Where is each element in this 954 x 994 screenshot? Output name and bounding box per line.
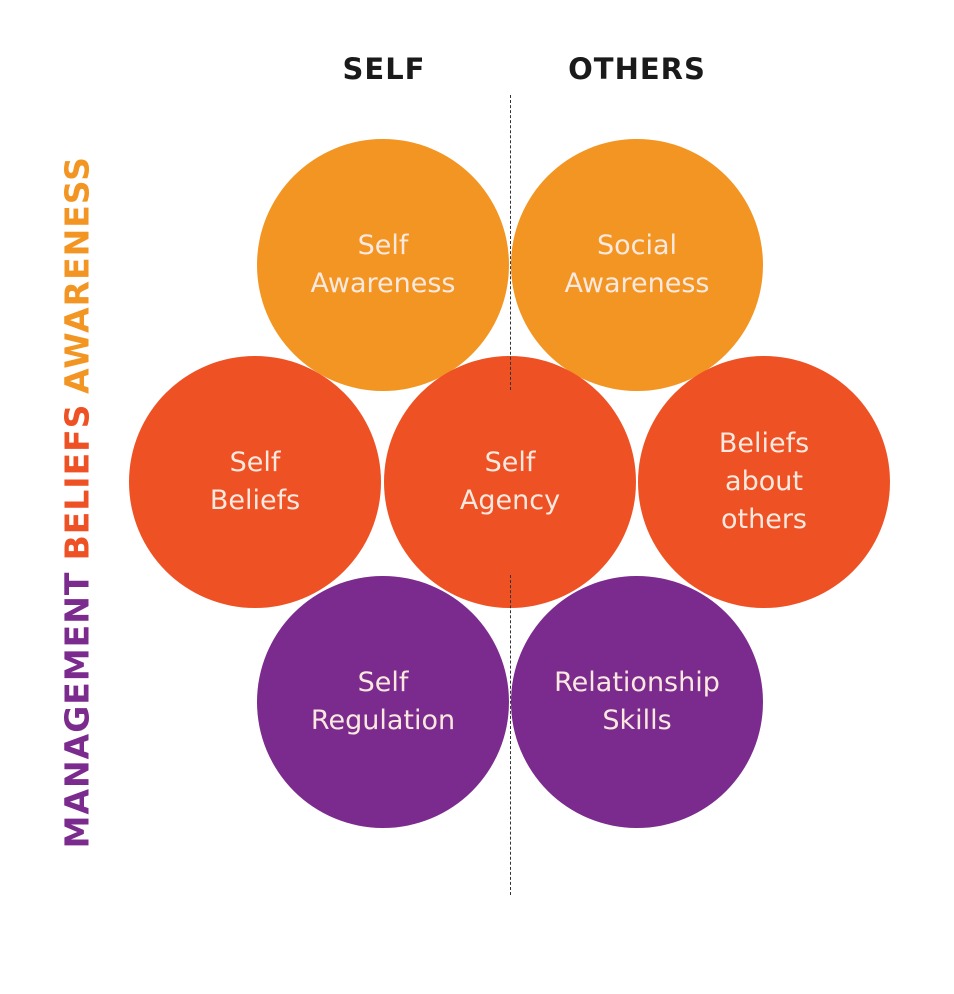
circle-label: Self Regulation xyxy=(310,667,456,736)
circle-self-regulation: Self Regulation xyxy=(257,576,509,828)
divider-line-top xyxy=(510,95,511,390)
divider-line-bottom xyxy=(510,575,511,895)
circle-relationship-skills: Relationship Skills xyxy=(511,576,763,828)
circle-self-agency: Self Agency xyxy=(384,356,636,608)
column-header-others: OTHERS xyxy=(568,52,706,86)
circle-label: Self Awareness xyxy=(310,230,456,299)
circle-label: Social Awareness xyxy=(564,230,710,299)
row-label-management: MANAGEMENT xyxy=(57,571,97,849)
circle-social-awareness: Social Awareness xyxy=(511,139,763,391)
circle-label: Self Beliefs xyxy=(209,447,301,516)
column-header-self: SELF xyxy=(342,52,426,86)
row-label-beliefs: BELIEFS xyxy=(57,403,97,561)
row-label-awareness: AWARENESS xyxy=(57,156,97,394)
circle-beliefs-about-others: Beliefs about others xyxy=(638,356,890,608)
circle-label: Beliefs about others xyxy=(718,428,810,535)
circle-self-awareness: Self Awareness xyxy=(257,139,509,391)
circle-label: Self Agency xyxy=(459,447,561,516)
circle-label: Relationship Skills xyxy=(554,667,720,736)
circle-self-beliefs: Self Beliefs xyxy=(129,356,381,608)
